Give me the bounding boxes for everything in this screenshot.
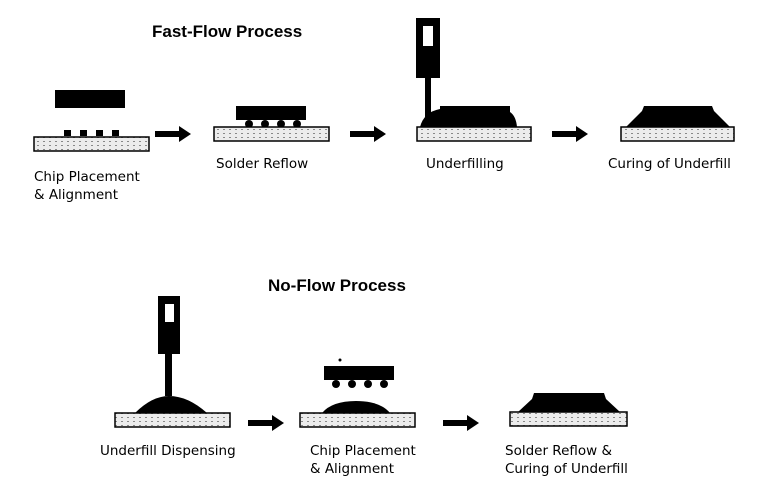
substrate (620, 126, 735, 142)
ff-step-3-label: Underfilling (426, 156, 504, 172)
substrate (114, 412, 231, 428)
solder-bump (364, 380, 372, 388)
nf-step-3-label-line-2: Curing of Underfill (505, 461, 628, 477)
chip (324, 366, 394, 380)
chip (55, 90, 125, 108)
speck (338, 358, 342, 362)
dispenser-needle-icon (158, 296, 180, 354)
ff-step-1-label-line-2: & Alignment (34, 187, 118, 203)
dispenser-window (165, 304, 174, 322)
ff-step-curing (620, 106, 735, 142)
nf-step-2-label-line-1: Chip Placement (310, 443, 416, 459)
arrow-icon (155, 126, 191, 142)
substrate (509, 411, 628, 427)
solder-bump (277, 120, 285, 128)
dispenser-tip (165, 354, 172, 396)
nf-step-3-label-line-1: Solder Reflow & (505, 443, 612, 459)
solder-bump (112, 130, 119, 136)
nf-step-reflow-curing (509, 393, 628, 427)
substrate (416, 126, 532, 142)
cured-package (626, 106, 730, 127)
nf-step-2-label-line-2: & Alignment (310, 461, 394, 477)
arrow-icon (443, 415, 479, 431)
dispenser-window (423, 26, 433, 46)
dispenser-tip (425, 78, 431, 123)
solder-bump (380, 380, 388, 388)
substrate (213, 126, 330, 142)
solder-bump (261, 120, 269, 128)
ff-step-2-label: Solder Reflow (216, 156, 308, 172)
solder-bump (64, 130, 71, 136)
nf-step-dispensing (114, 296, 231, 428)
solder-bump (245, 120, 253, 128)
ff-step-4-label: Curing of Underfill (608, 156, 731, 172)
solder-bump (332, 380, 340, 388)
underfill-drop (135, 396, 207, 413)
arrow-icon (248, 415, 284, 431)
chip (236, 106, 306, 120)
solder-bump (293, 120, 301, 128)
cured-package (518, 393, 620, 412)
arrow-icon (350, 126, 386, 142)
solder-bump (80, 130, 87, 136)
ff-step-solder-reflow (213, 106, 330, 142)
nf-step-1-label: Underfill Dispensing (100, 443, 236, 459)
chip-with-underfill (420, 106, 517, 127)
solder-bump (348, 380, 356, 388)
nf-step-chip-placement (299, 358, 416, 428)
substrate (299, 412, 416, 428)
ff-step-underfilling (416, 18, 532, 142)
fast-flow-title: Fast-Flow Process (152, 22, 302, 41)
underfill-drop (322, 401, 390, 413)
ff-step-1-label-line-1: Chip Placement (34, 169, 140, 185)
no-flow-title: No-Flow Process (268, 276, 406, 295)
solder-bump (96, 130, 103, 136)
arrow-icon (552, 126, 588, 142)
ff-step-chip-placement (33, 90, 150, 152)
substrate (33, 136, 150, 152)
